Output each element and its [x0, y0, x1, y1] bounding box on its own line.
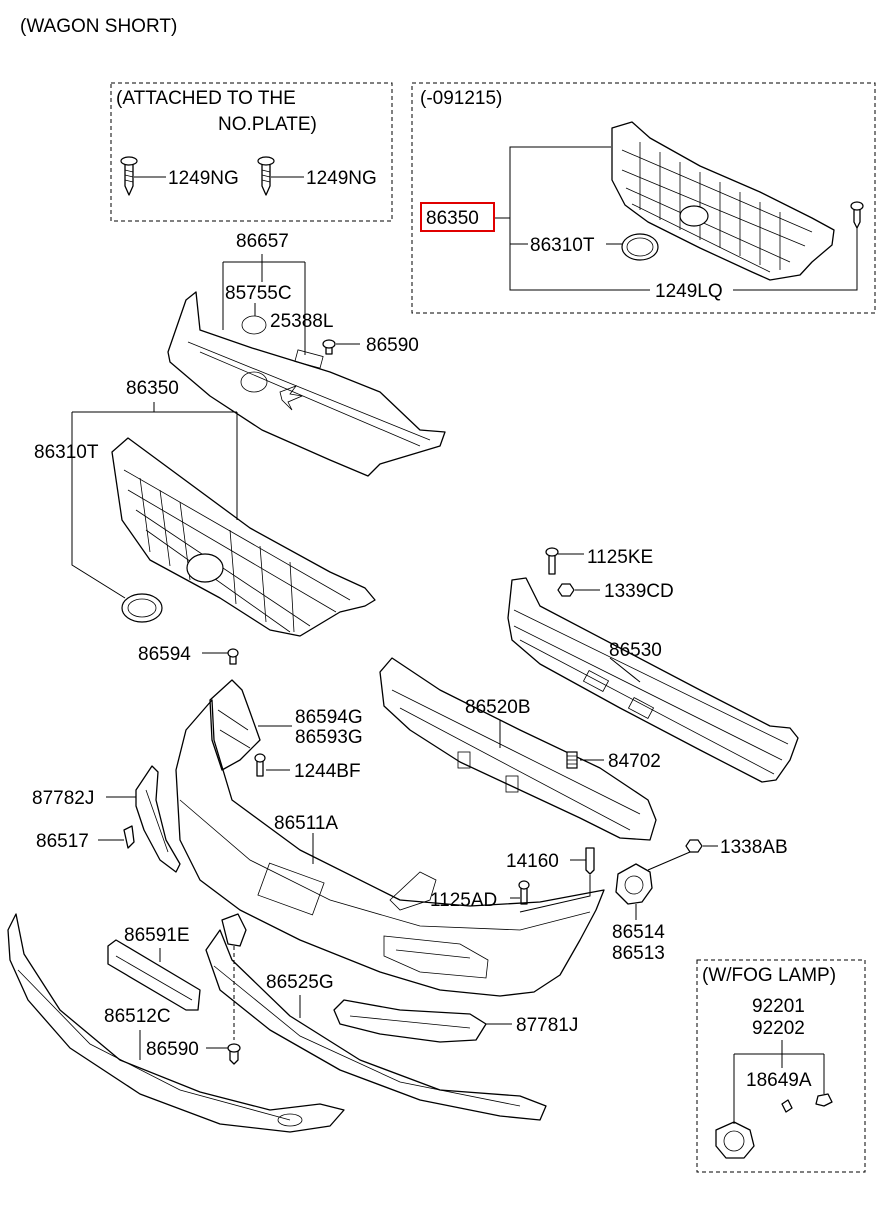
screw-1249LQ[interactable]	[850, 201, 864, 229]
reflector-87782J-illustration[interactable]	[135, 765, 181, 873]
clip-86594[interactable]	[227, 648, 239, 665]
label-92202[interactable]: 92202	[752, 1018, 805, 1039]
grille-top-illustration[interactable]	[611, 121, 835, 281]
attached-note-line1: (ATTACHED TO THE	[116, 88, 296, 109]
label-1244BF[interactable]: 1244BF	[294, 761, 361, 782]
highlight-box-86350	[420, 202, 495, 232]
label-86514[interactable]: 86514	[612, 922, 665, 943]
air-guard-86525G-illustration[interactable]	[205, 929, 547, 1121]
emblem-illustration[interactable]	[121, 593, 163, 623]
label-1339CD[interactable]: 1339CD	[604, 581, 674, 602]
label-86350[interactable]: 86350	[126, 378, 179, 399]
label-86517[interactable]: 86517	[36, 831, 89, 852]
screw-1249NG-left[interactable]	[120, 156, 138, 196]
label-25388L[interactable]: 25388L	[270, 311, 333, 332]
label-1125KE[interactable]: 1125KE	[587, 547, 653, 568]
label-18649A[interactable]: 18649A	[746, 1070, 812, 1091]
date-code-box	[411, 82, 876, 314]
leader-86530	[609, 657, 641, 683]
label-86310T-top[interactable]: 86310T	[530, 235, 595, 256]
bolt-1244BF[interactable]	[254, 753, 266, 777]
label-1249NG-right[interactable]: 1249NG	[306, 168, 377, 189]
label-86593G[interactable]: 86593G	[295, 727, 363, 748]
bolt-1125AD[interactable]	[518, 880, 530, 905]
label-86530[interactable]: 86530	[609, 640, 662, 661]
label-86591E[interactable]: 86591E	[124, 925, 190, 946]
leader-1338AB-b	[647, 851, 691, 871]
grille-illustration[interactable]	[111, 437, 376, 637]
fog-cover-86514-illustration[interactable]	[615, 863, 653, 905]
label-87782J[interactable]: 87782J	[32, 788, 94, 809]
label-84702[interactable]: 84702	[608, 751, 661, 772]
fog-lamp-box	[696, 959, 866, 1173]
label-86310T[interactable]: 86310T	[34, 442, 99, 463]
label-86594G[interactable]: 86594G	[295, 707, 363, 728]
label-92201[interactable]: 92201	[752, 996, 805, 1017]
beam-86530-illustration[interactable]	[507, 577, 799, 783]
label-86520B[interactable]: 86520B	[465, 697, 531, 718]
leader-1249LQ	[733, 228, 858, 291]
label-86513[interactable]: 86513	[612, 943, 665, 964]
socket-fog-lamp[interactable]	[815, 1093, 833, 1107]
fog-lamp-illustration[interactable]	[715, 1121, 755, 1159]
label-86594[interactable]: 86594	[138, 644, 191, 665]
label-14160[interactable]: 14160	[506, 851, 559, 872]
leader-86310T	[71, 412, 126, 599]
lower-lip-86512C-illustration[interactable]	[7, 913, 345, 1133]
label-1125AD[interactable]: 1125AD	[430, 890, 497, 911]
clip-86590-bottom[interactable]	[227, 1043, 241, 1065]
date-code-label: (-091215)	[420, 88, 502, 109]
diagram-title: (WAGON SHORT)	[20, 16, 177, 37]
emblem-top-illustration[interactable]	[621, 233, 659, 261]
license-bracket-86591E-illustration[interactable]	[107, 939, 201, 1011]
label-86657[interactable]: 86657	[236, 231, 289, 252]
bracket-86594G-illustration[interactable]	[209, 679, 261, 771]
leader-14160-b	[519, 875, 591, 913]
label-85755C[interactable]: 85755C	[225, 283, 292, 304]
attached-note-box	[110, 82, 393, 222]
bolt-1125KE[interactable]	[545, 547, 559, 575]
clip-86590-top[interactable]	[322, 339, 336, 355]
label-86525G[interactable]: 86525G	[266, 972, 334, 993]
absorber-86520B-illustration[interactable]	[379, 657, 657, 841]
attached-note-line2: NO.PLATE)	[218, 114, 317, 135]
bracket-86657	[222, 254, 306, 355]
nut-1339CD[interactable]	[557, 583, 575, 597]
pin-14160[interactable]	[585, 847, 595, 875]
label-86590-top[interactable]: 86590	[366, 335, 419, 356]
bracket-center-illustration[interactable]	[221, 913, 247, 947]
upper-cover-illustration[interactable]	[167, 291, 446, 477]
label-86590-bottom[interactable]: 86590	[146, 1039, 199, 1060]
screw-1249NG-right[interactable]	[257, 156, 275, 196]
nut-1338AB[interactable]	[685, 839, 703, 853]
tape-84702[interactable]	[566, 751, 578, 769]
label-86512C[interactable]: 86512C	[104, 1006, 171, 1027]
clip-86517[interactable]	[123, 825, 135, 849]
label-1249LQ[interactable]: 1249LQ	[655, 281, 723, 302]
reflector-87781J-illustration[interactable]	[333, 999, 487, 1043]
label-86511A[interactable]: 86511A	[274, 813, 338, 834]
bumper-cover-illustration[interactable]	[175, 699, 605, 997]
label-86350-top[interactable]: 86350	[426, 208, 479, 229]
label-87781J[interactable]: 87781J	[516, 1015, 578, 1036]
bracket-86350	[72, 402, 238, 520]
fog-lamp-note: (W/FOG LAMP)	[702, 965, 836, 986]
label-1338AB[interactable]: 1338AB	[720, 837, 788, 858]
bracket-fog-lamp	[733, 1040, 825, 1124]
bulb-18649A[interactable]	[781, 1099, 793, 1113]
bracket-86350-top	[509, 146, 650, 291]
label-1249NG-left[interactable]: 1249NG	[168, 168, 239, 189]
